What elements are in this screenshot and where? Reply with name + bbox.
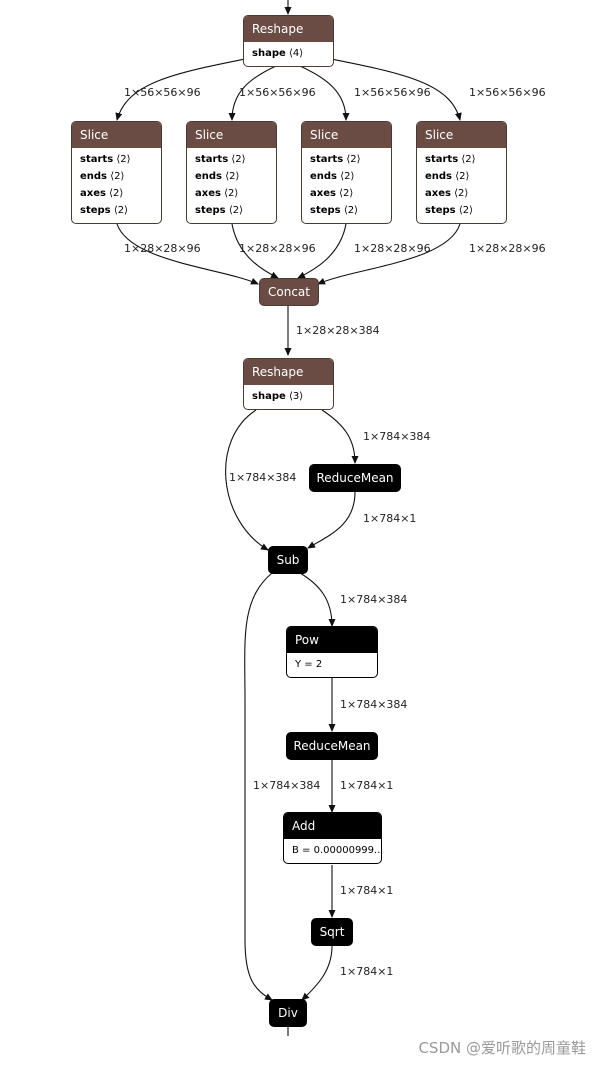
slice-node-1-attrs: starts ⟨2⟩ ends ⟨2⟩ axes ⟨2⟩ steps ⟨2⟩	[72, 148, 161, 221]
edge-reshape-slice-1	[115, 53, 271, 121]
edge-sub-div	[244, 572, 273, 1001]
edge-label-reducemean-add: 1×784×1	[340, 779, 393, 792]
edge-sqrt-div	[301, 945, 333, 1001]
slice-attr-starts: starts ⟨2⟩	[195, 154, 246, 165]
reshape-node-2-attr: shape ⟨3⟩	[252, 388, 325, 405]
slice-node-3[interactable]: Slice starts ⟨2⟩ ends ⟨2⟩ axes ⟨2⟩ steps…	[301, 121, 392, 224]
edge-label-add-sqrt: 1×784×1	[340, 884, 393, 897]
attr-key-shape: shape	[252, 48, 286, 59]
slice-attr-steps: steps ⟨2⟩	[425, 205, 473, 216]
edge-reshape-slice-2	[228, 65, 277, 121]
edge-label-sub-div: 1×784×384	[253, 779, 320, 792]
edge-sub-pow	[299, 572, 336, 627]
slice-node-2-attrs: starts ⟨2⟩ ends ⟨2⟩ axes ⟨2⟩ steps ⟨2⟩	[187, 148, 276, 221]
edge-label-slice1-out: 1×28×28×96	[124, 242, 201, 255]
pow-node-title: Pow	[287, 627, 377, 653]
sqrt-node[interactable]: Sqrt	[311, 918, 353, 946]
concat-node[interactable]: Concat	[259, 278, 319, 306]
reshape-node-1[interactable]: Reshape shape ⟨4⟩	[243, 15, 334, 67]
reshape-node-1-attr: shape ⟨4⟩	[252, 45, 325, 62]
edge-label-slice3-out: 1×28×28×96	[354, 242, 431, 255]
slice-attr-ends: ends ⟨2⟩	[425, 171, 470, 182]
slice-attr-steps: steps ⟨2⟩	[195, 205, 243, 216]
edge-label-reshape-sub: 1×784×384	[229, 471, 296, 484]
watermark: CSDN @爱听歌的周童鞋	[418, 1039, 586, 1057]
slice-attr-steps: steps ⟨2⟩	[80, 205, 128, 216]
slice-attr-steps: steps ⟨2⟩	[310, 205, 358, 216]
slice-node-2-title: Slice	[187, 122, 276, 148]
slice-attr-axes: axes ⟨2⟩	[310, 188, 354, 199]
pow-node-attrs: Y = 2	[287, 653, 377, 675]
attr-key-shape: shape	[252, 391, 286, 402]
edge-reshape-sub	[225, 409, 269, 551]
edge-slice3-concat	[297, 223, 347, 279]
slice-node-1-title: Slice	[72, 122, 161, 148]
reshape-node-2-attrs: shape ⟨3⟩	[244, 385, 333, 407]
add-attr-b: B = 0.00000999...	[292, 845, 382, 856]
reducemean-node-2[interactable]: ReduceMean	[286, 732, 378, 760]
slice-node-4-attrs: starts ⟨2⟩ ends ⟨2⟩ axes ⟨2⟩ steps ⟨2⟩	[417, 148, 506, 221]
edge-reshape-slice-4	[305, 53, 462, 121]
slice-node-3-title: Slice	[302, 122, 391, 148]
slice-attr-starts: starts ⟨2⟩	[310, 154, 361, 165]
reshape-node-2[interactable]: Reshape shape ⟨3⟩	[243, 358, 334, 410]
edge-label-sub-pow: 1×784×384	[340, 593, 407, 606]
slice-attr-axes: axes ⟨2⟩	[80, 188, 124, 199]
slice-attr-axes: axes ⟨2⟩	[425, 188, 469, 199]
edge-label-concat-out: 1×28×28×384	[296, 324, 380, 337]
add-node-attrs: B = 0.00000999...	[284, 839, 381, 861]
add-node[interactable]: Add B = 0.00000999...	[283, 812, 382, 864]
slice-attr-axes: axes ⟨2⟩	[195, 188, 239, 199]
edge-label-reshape-reducemean: 1×784×384	[363, 430, 430, 443]
attr-val-shape: ⟨3⟩	[288, 391, 304, 402]
attr-val-shape: ⟨4⟩	[288, 48, 304, 59]
slice-node-1[interactable]: Slice starts ⟨2⟩ ends ⟨2⟩ axes ⟨2⟩ steps…	[71, 121, 162, 224]
slice-node-3-attrs: starts ⟨2⟩ ends ⟨2⟩ axes ⟨2⟩ steps ⟨2⟩	[302, 148, 391, 221]
reshape-node-1-title: Reshape	[244, 16, 333, 42]
edge-label-slice2-out: 1×28×28×96	[239, 242, 316, 255]
reducemean-node-1[interactable]: ReduceMean	[309, 464, 401, 492]
slice-node-4-title: Slice	[417, 122, 506, 148]
pow-node[interactable]: Pow Y = 2	[286, 626, 378, 678]
edge-label-slice3-in: 1×56×56×96	[354, 86, 431, 99]
sub-node[interactable]: Sub	[268, 546, 308, 574]
reshape-node-1-attrs: shape ⟨4⟩	[244, 42, 333, 64]
edge-slice2-concat	[231, 223, 279, 279]
edge-label-slice4-in: 1×56×56×96	[469, 86, 546, 99]
pow-attr-y: Y = 2	[295, 659, 323, 670]
edge-label-slice2-in: 1×56×56×96	[239, 86, 316, 99]
div-node[interactable]: Div	[269, 999, 307, 1027]
slice-attr-ends: ends ⟨2⟩	[80, 171, 125, 182]
edge-slice1-concat	[116, 223, 259, 285]
edge-reshape-reducemean	[321, 409, 359, 464]
slice-attr-ends: ends ⟨2⟩	[195, 171, 240, 182]
slice-attr-ends: ends ⟨2⟩	[310, 171, 355, 182]
slice-attr-starts: starts ⟨2⟩	[425, 154, 476, 165]
edge-slice4-concat	[317, 223, 461, 285]
edge-reducemean-sub	[307, 491, 356, 549]
reshape-node-2-title: Reshape	[244, 359, 333, 385]
slice-node-4[interactable]: Slice starts ⟨2⟩ ends ⟨2⟩ axes ⟨2⟩ steps…	[416, 121, 507, 224]
add-node-title: Add	[284, 813, 381, 839]
edge-label-reducemean-sub: 1×784×1	[363, 512, 416, 525]
edge-label-slice1-in: 1×56×56×96	[124, 86, 201, 99]
edge-reshape-slice-3	[299, 65, 350, 121]
edge-label-pow-reducemean: 1×784×384	[340, 698, 407, 711]
slice-attr-starts: starts ⟨2⟩	[80, 154, 131, 165]
edge-label-sqrt-div: 1×784×1	[340, 965, 393, 978]
edge-label-slice4-out: 1×28×28×96	[469, 242, 546, 255]
slice-node-2[interactable]: Slice starts ⟨2⟩ ends ⟨2⟩ axes ⟨2⟩ steps…	[186, 121, 277, 224]
